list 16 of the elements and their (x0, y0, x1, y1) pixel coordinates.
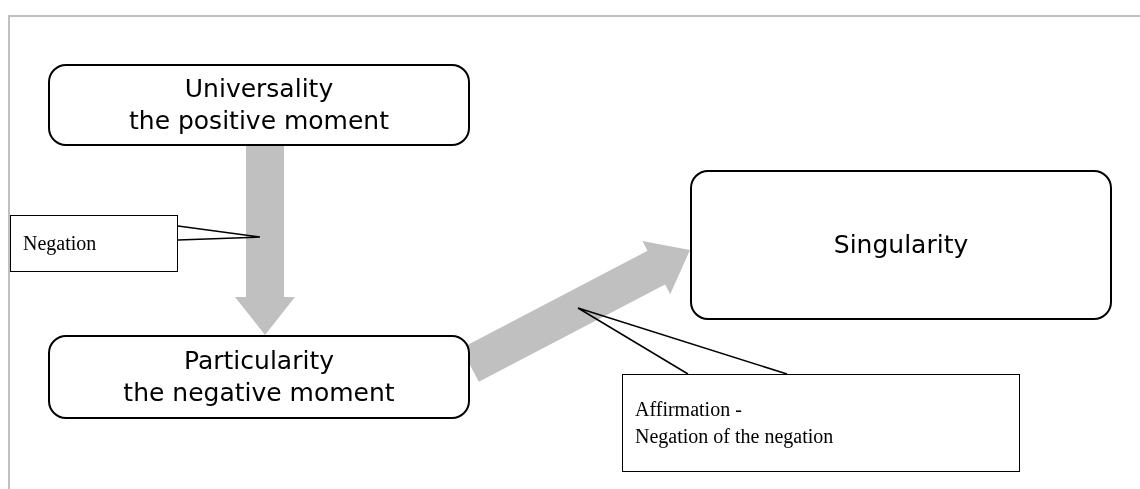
concept-label: the positive moment (129, 105, 389, 137)
concept-label: Singularity (833, 228, 969, 261)
leader-line (577, 307, 788, 375)
block-arrow (235, 146, 295, 335)
concept-label: Universality (184, 72, 334, 105)
concept-label: the negative moment (123, 377, 395, 409)
leader-line (177, 225, 261, 241)
concept-box (48, 64, 470, 146)
concept-box (48, 335, 470, 419)
callout-box (10, 215, 178, 272)
callout-text: Affirmation - (635, 397, 742, 422)
callout-text: Negation (23, 231, 97, 257)
concept-box (690, 170, 1112, 320)
callout-box (622, 374, 1020, 472)
callout-text: Negation of the negation (635, 424, 834, 450)
concept-label: Particularity (184, 344, 334, 377)
